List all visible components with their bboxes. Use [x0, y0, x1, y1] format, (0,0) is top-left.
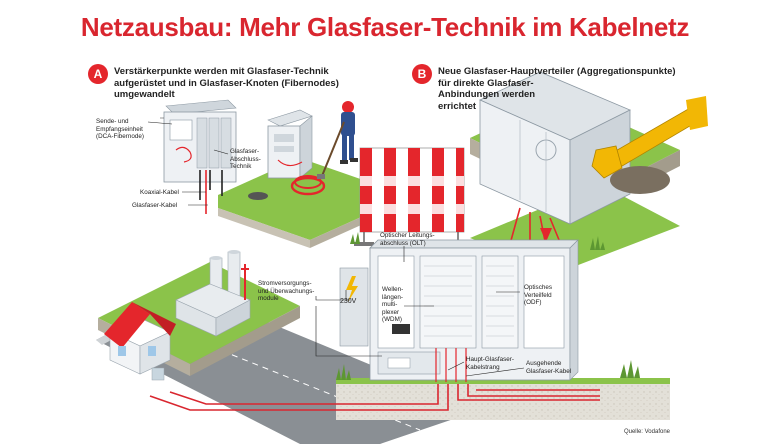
- section-b-heading-line: Neue Glasfaser-Hauptverteiler (Aggregati…: [438, 66, 676, 77]
- label-line: Ausgehende: [526, 360, 562, 367]
- fiber-cables: [149, 384, 600, 411]
- construction-barriers: [354, 147, 468, 246]
- street-cabinet-with-worker: [248, 101, 358, 200]
- main-cabinet: [339, 239, 579, 382]
- label-line: Optischer Leitungs-: [380, 232, 435, 239]
- section-b-heading-line: Anbindungen werden: [438, 89, 536, 100]
- factory: [175, 250, 251, 337]
- label-haupt-glasfaser-kabelstrang: Haupt-Glasfaser- Kabelstrang: [466, 356, 514, 371]
- grass-tufts: [336, 232, 605, 380]
- label-koaxial-kabel: Koaxial-Kabel: [140, 189, 179, 196]
- excavator: [591, 96, 708, 194]
- label-line: module: [258, 295, 279, 303]
- section-a-heading-line: Verstärkerpunkte werden mit Glasfaser-Te…: [114, 66, 329, 77]
- section-a-heading: Verstärkerpunkte werden mit Glasfaser-Te…: [114, 66, 339, 101]
- label-sende-empfangseinheit: Sende- und Empfangseinheit (DCA-Fibernod…: [96, 118, 144, 141]
- label-stromversorgung: Stromversorgungs- und Überwachungs- modu…: [258, 280, 314, 303]
- section-b-heading-line: für direkte Glasfaser-: [438, 77, 534, 89]
- label-line: (DCA-Fibernode): [96, 133, 144, 141]
- label-line: Wellen-: [382, 286, 404, 293]
- label-line: Empfangseinheit: [96, 125, 143, 133]
- label-ausgehende-glasfaser-kabel: Ausgehende Glasfaser-Kabel: [526, 360, 571, 375]
- aggregation-cabinet: [479, 71, 631, 257]
- page-title: Netzausbau: Mehr Glasfaser-Technik im Ka…: [80, 12, 690, 42]
- house: [104, 302, 176, 381]
- label-voltage: 230V: [340, 298, 357, 305]
- label-glasfaser-kabel: Glasfaser-Kabel: [132, 202, 178, 209]
- label-line: multi-: [382, 301, 398, 309]
- label-line: Glasfaser-: [230, 148, 260, 155]
- label-line: Technik: [230, 163, 252, 171]
- label-line: Glasfaser-Kabel: [526, 367, 572, 375]
- label-line: und Überwachungs-: [258, 287, 315, 295]
- label-wdm: Wellen- längen- multi- plexer (WDM): [382, 286, 403, 324]
- label-line: abschluss (OLT): [380, 239, 426, 247]
- label-line: Verteilfeld: [524, 291, 552, 299]
- section-b-badge: B: [412, 64, 432, 84]
- label-line: (ODF): [524, 299, 542, 307]
- label-line: Sende- und: [96, 118, 129, 125]
- label-olt: Optischer Leitungs- abschluss (OLT): [380, 232, 435, 247]
- section-b-heading: Neue Glasfaser-Hauptverteiler (Aggregati…: [438, 66, 676, 112]
- label-line: längen-: [382, 293, 404, 301]
- label-odf: Optisches Verteilfeld (ODF): [524, 284, 552, 307]
- leader-lines: [147, 121, 525, 377]
- label-line: Optisches: [524, 284, 552, 291]
- label-glasfaser-abschluss-technik: Glasfaser- Abschluss- Technik: [230, 148, 261, 171]
- label-line: Kabelstrang: [466, 363, 500, 371]
- label-line: Haupt-Glasfaser-: [466, 356, 514, 363]
- label-line: Stromversorgungs-: [258, 280, 312, 287]
- section-b-heading-line: errichtet: [438, 100, 477, 112]
- label-line: (WDM): [382, 316, 402, 324]
- fibernode-cabinet: [160, 99, 237, 214]
- section-a-heading-line: aufgerüstet und in Glasfaser-Knoten (Fib…: [114, 77, 339, 89]
- source-credit: Quelle: Vodafone: [623, 429, 670, 435]
- label-line: Abschluss-: [230, 155, 261, 163]
- label-line: plexer: [382, 308, 400, 316]
- section-a-badge: A: [88, 64, 108, 84]
- section-a-heading-line: umgewandelt: [114, 89, 175, 100]
